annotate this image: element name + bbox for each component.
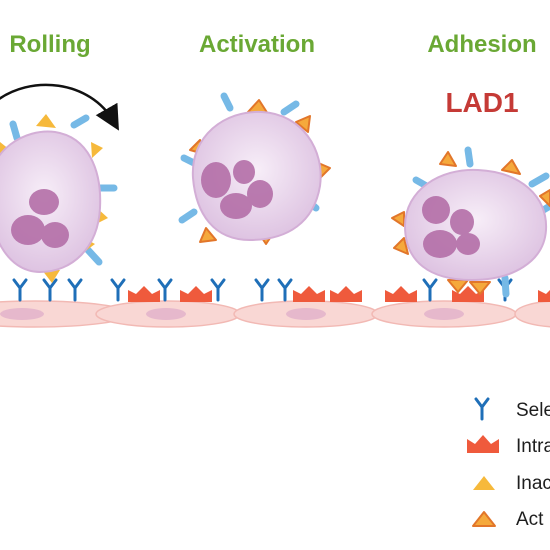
selectin-icon bbox=[474, 397, 490, 421]
inactive-integrin bbox=[91, 142, 103, 158]
active-integrin bbox=[539, 189, 550, 207]
receptor bbox=[70, 114, 90, 129]
icam-icon bbox=[467, 435, 499, 453]
endothelium bbox=[0, 300, 550, 328]
receptor bbox=[464, 146, 474, 168]
endothelial-nucleus bbox=[146, 308, 186, 320]
legend-item-active: Act bbox=[472, 509, 544, 530]
inactive-integrin-icon bbox=[473, 476, 495, 490]
lad1-label: LAD1 bbox=[445, 87, 518, 118]
active-integrin bbox=[393, 237, 409, 255]
receptor bbox=[84, 246, 103, 266]
icam-icon bbox=[293, 286, 325, 302]
endothelial-nucleus bbox=[424, 308, 464, 320]
legend-item-selectin: Sele bbox=[474, 397, 550, 421]
icam-icon bbox=[538, 290, 550, 302]
receptor bbox=[501, 274, 510, 298]
receptor bbox=[528, 172, 550, 188]
icam-icon bbox=[180, 286, 212, 302]
selectin-icon bbox=[277, 278, 293, 302]
leukocyte-rolling bbox=[0, 114, 118, 283]
icam-icon bbox=[452, 286, 484, 302]
stage-title-activation: Activation bbox=[199, 31, 315, 58]
inactive-integrin bbox=[42, 270, 60, 283]
stage-title-rolling: Rolling bbox=[9, 31, 90, 58]
icam-group bbox=[128, 286, 550, 302]
active-integrin bbox=[391, 211, 405, 227]
active-integrin-icon bbox=[472, 511, 496, 527]
legend-label-active: Act bbox=[516, 509, 544, 530]
nucleus bbox=[11, 189, 69, 248]
icam-icon bbox=[330, 286, 362, 302]
endothelial-nucleus bbox=[286, 308, 326, 320]
icam-icon bbox=[385, 286, 417, 302]
selectin-icon bbox=[422, 278, 438, 302]
receptor bbox=[178, 208, 198, 224]
active-integrin bbox=[501, 159, 521, 175]
legend-item-icam: Intra bbox=[467, 435, 550, 457]
selectin-icon bbox=[110, 278, 126, 302]
receptor-group bbox=[9, 114, 118, 266]
nucleus bbox=[201, 160, 273, 219]
legend-label-icam: Intra bbox=[516, 436, 550, 457]
receptor bbox=[220, 92, 234, 112]
legend: Sele Intra Inac Act bbox=[467, 397, 550, 530]
selectin-icon bbox=[210, 278, 226, 302]
legend-label-selectin: Sele bbox=[516, 400, 550, 421]
selectin-icon bbox=[157, 278, 173, 302]
nucleus bbox=[422, 196, 480, 258]
selectin-icon bbox=[67, 278, 83, 302]
receptor bbox=[280, 100, 300, 116]
inactive-integrin bbox=[36, 114, 56, 128]
legend-label-inactive: Inac bbox=[516, 473, 550, 494]
active-integrin bbox=[469, 281, 491, 295]
icam-icon bbox=[128, 286, 160, 302]
leukocyte-activation bbox=[178, 92, 331, 245]
endothelial-cell bbox=[514, 300, 550, 328]
active-integrin bbox=[295, 115, 311, 133]
leukocyte-adhesion bbox=[391, 146, 550, 298]
active-integrin bbox=[199, 227, 217, 243]
leukocyte-cell bbox=[403, 168, 548, 282]
rolling-arrow bbox=[0, 83, 119, 131]
stage-title-adhesion: Adhesion bbox=[427, 31, 536, 58]
receptor bbox=[9, 120, 21, 142]
active-integrin bbox=[439, 151, 457, 167]
selectin-icon bbox=[42, 278, 58, 302]
legend-item-inactive: Inac bbox=[473, 473, 550, 494]
selectin-icon bbox=[12, 278, 28, 302]
endothelial-nucleus bbox=[0, 308, 44, 320]
selectin-group bbox=[12, 278, 513, 302]
active-integrin-group bbox=[391, 151, 550, 295]
selectin-icon bbox=[254, 278, 270, 302]
